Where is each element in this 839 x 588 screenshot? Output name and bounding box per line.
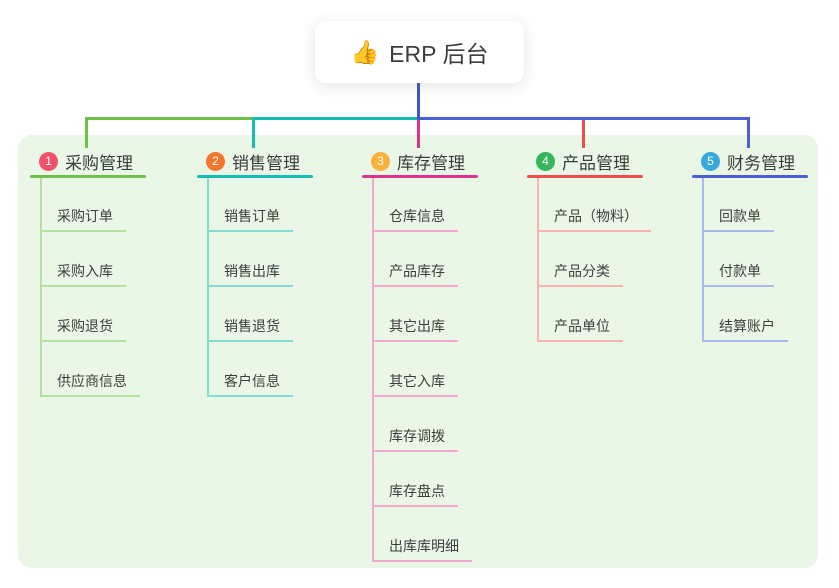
branch-underline — [362, 175, 478, 178]
child-node[interactable]: 结算账户 — [702, 317, 788, 342]
branch-underline — [30, 175, 146, 178]
child-node[interactable]: 采购退货 — [40, 317, 126, 342]
child-node[interactable]: 采购订单 — [40, 207, 126, 232]
child-node[interactable]: 库存调拨 — [372, 427, 458, 452]
children-connector-rail — [40, 178, 42, 397]
child-node[interactable]: 销售出库 — [207, 262, 293, 287]
children-connector-rail — [207, 178, 209, 397]
connector-drop-branch-2 — [252, 119, 255, 148]
branch-title-1[interactable]: 1 采购管理 — [30, 148, 146, 174]
branch-node-5: 5 财务管理回款单付款单结算账户 — [692, 148, 808, 342]
child-node[interactable]: 库存盘点 — [372, 482, 458, 507]
children-connector-rail — [372, 178, 374, 562]
connector-spine-right-indigo — [417, 117, 750, 120]
branch-label: 销售管理 — [232, 153, 300, 173]
branch-number-badge: 3 — [371, 151, 390, 171]
branch-label: 库存管理 — [397, 153, 465, 173]
thumbs-up-icon: 👍 — [350, 38, 380, 65]
branch-title-5[interactable]: 5 财务管理 — [692, 148, 808, 174]
child-node[interactable]: 采购入库 — [40, 262, 126, 287]
branch-underline — [692, 175, 808, 178]
child-node[interactable]: 销售订单 — [207, 207, 293, 232]
child-node[interactable]: 销售退货 — [207, 317, 293, 342]
branch-title-3[interactable]: 3 库存管理 — [362, 148, 478, 174]
children-connector-rail — [537, 178, 539, 342]
branch-number-badge: 5 — [701, 151, 720, 171]
child-node[interactable]: 出库库明细 — [372, 537, 472, 562]
branch-title-2[interactable]: 2 销售管理 — [197, 148, 313, 174]
branch-underline — [197, 175, 313, 178]
child-node[interactable]: 其它入库 — [372, 372, 458, 397]
root-stem — [417, 83, 420, 119]
child-node[interactable]: 付款单 — [702, 262, 774, 287]
child-node[interactable]: 回款单 — [702, 207, 774, 232]
branch-node-2: 2 销售管理销售订单销售出库销售退货客户信息 — [197, 148, 313, 397]
branch-number-badge: 2 — [206, 151, 225, 171]
child-node[interactable]: 产品库存 — [372, 262, 458, 287]
child-node[interactable]: 供应商信息 — [40, 372, 140, 397]
child-node[interactable]: 产品（物料） — [537, 207, 651, 232]
branch-underline — [527, 175, 643, 178]
root-node[interactable]: 👍 ERP 后台 — [315, 21, 524, 83]
mindmap-panel — [18, 135, 818, 568]
branch-node-1: 1 采购管理采购订单采购入库采购退货供应商信息 — [30, 148, 146, 397]
connector-drop-branch-1 — [85, 119, 88, 148]
child-node[interactable]: 客户信息 — [207, 372, 293, 397]
child-node[interactable]: 仓库信息 — [372, 207, 458, 232]
connector-drop-branch-4 — [582, 119, 585, 148]
child-node[interactable]: 产品单位 — [537, 317, 623, 342]
connector-spine-mid-teal — [252, 117, 420, 120]
children-connector-rail — [702, 178, 704, 342]
child-node[interactable]: 其它出库 — [372, 317, 458, 342]
branch-label: 产品管理 — [562, 153, 630, 173]
branch-number-badge: 1 — [39, 151, 58, 171]
branch-node-3: 3 库存管理仓库信息产品库存其它出库其它入库库存调拨库存盘点出库库明细 — [362, 148, 478, 562]
connector-spine-left-green — [85, 117, 255, 120]
branch-label: 财务管理 — [727, 153, 795, 173]
branch-label: 采购管理 — [65, 153, 133, 173]
branch-node-4: 4 产品管理产品（物料） 产品分类产品单位 — [527, 148, 651, 342]
child-node[interactable]: 产品分类 — [537, 262, 623, 287]
connector-drop-branch-3 — [417, 119, 420, 148]
branch-number-badge: 4 — [536, 151, 555, 171]
connector-drop-branch-5 — [747, 119, 750, 148]
branch-title-4[interactable]: 4 产品管理 — [527, 148, 643, 174]
root-title: ERP 后台 — [389, 41, 489, 67]
